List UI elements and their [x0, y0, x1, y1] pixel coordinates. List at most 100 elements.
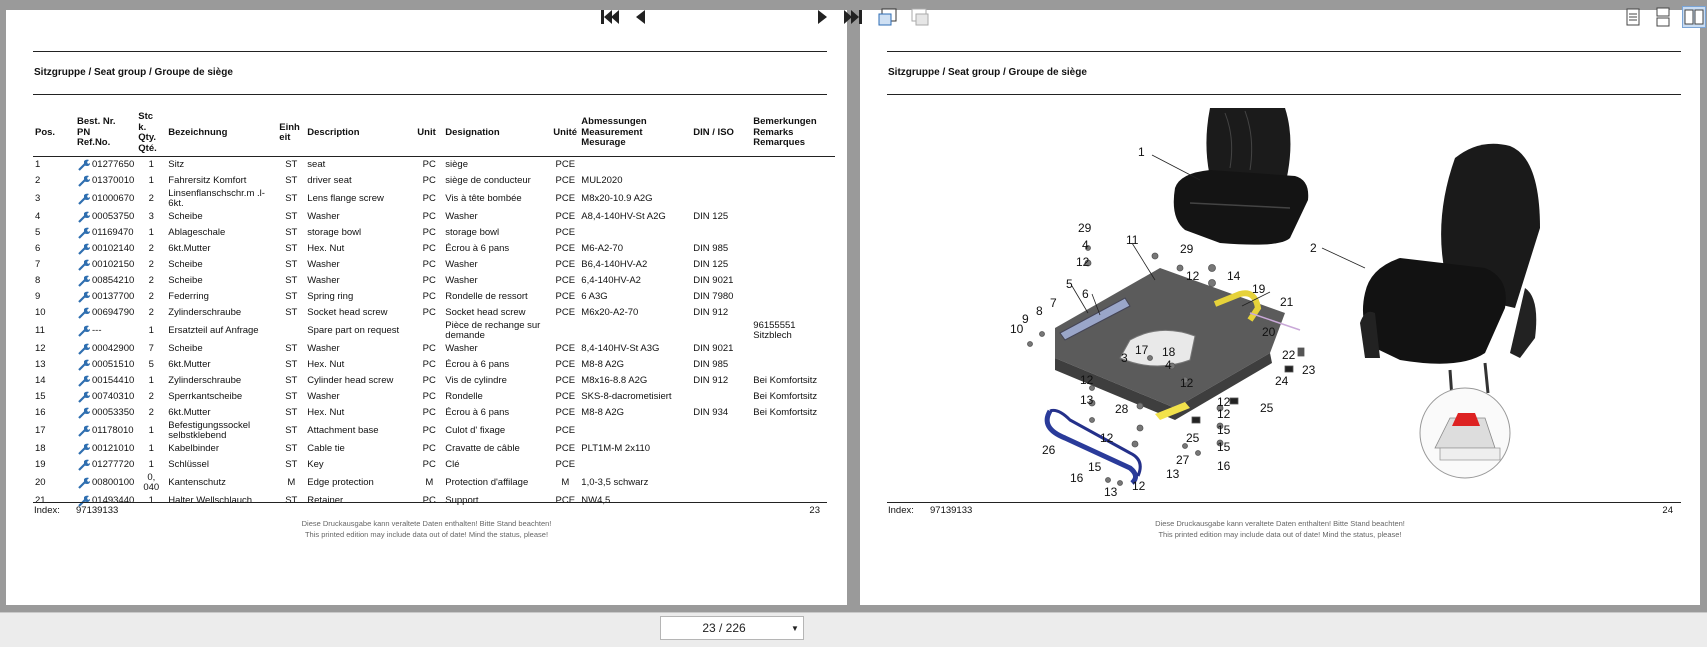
- wrench-icon[interactable]: [77, 227, 91, 239]
- cell-rem: [751, 189, 835, 209]
- prev-page-button[interactable]: [630, 6, 650, 28]
- cell-bez: Halter Wellschlauch: [168, 495, 253, 506]
- cell-pn[interactable]: 00137700: [75, 289, 136, 305]
- cell-desig: Support: [445, 495, 479, 506]
- cell-rem: [751, 421, 835, 441]
- two-page-view-button[interactable]: [1682, 6, 1706, 28]
- cell-din: DIN 9021: [693, 275, 734, 286]
- cell-din: DIN 985: [693, 359, 729, 370]
- cell-desc: Washer: [307, 343, 340, 354]
- col-bez: Bezeichnung: [166, 110, 278, 157]
- continuous-view-button[interactable]: [1652, 6, 1674, 28]
- svg-text:2: 2: [1310, 241, 1317, 255]
- wrench-icon[interactable]: [77, 175, 91, 187]
- wrench-icon[interactable]: [77, 343, 91, 355]
- cell-pn[interactable]: 01493440: [75, 493, 136, 509]
- cell-meas: MUL2020: [581, 175, 623, 186]
- cell-bez: Federring: [168, 291, 209, 302]
- wrench-icon[interactable]: [77, 159, 91, 171]
- wrench-icon[interactable]: [77, 211, 91, 223]
- cell-pn[interactable]: 00102150: [75, 257, 136, 273]
- wrench-icon[interactable]: [77, 459, 91, 471]
- cell-desig: Washer: [445, 211, 478, 222]
- cell-bez: Sperrkantscheibe: [168, 391, 243, 402]
- prev-page-icon: [636, 10, 645, 24]
- first-page-button[interactable]: [598, 6, 622, 28]
- machine-locator-thumbnail: [1419, 387, 1511, 479]
- cell-unite: PCE: [555, 193, 576, 204]
- cell-pn[interactable]: 00121010: [75, 441, 136, 457]
- table-row: 3 01000670 2 Linsenflanschschr.m .l-6kt.…: [33, 189, 835, 209]
- cell-din: DIN 125: [693, 259, 729, 270]
- cell-einh: ST: [285, 407, 298, 418]
- cell-pos: 6: [35, 243, 41, 254]
- cell-meas: [579, 421, 691, 441]
- wrench-icon[interactable]: [77, 495, 91, 507]
- chevron-down-icon[interactable]: ▼: [791, 623, 799, 633]
- seat-plate-drawing: [1055, 268, 1301, 420]
- cell-din: DIN 912: [693, 307, 729, 318]
- cell-qty: 1: [148, 375, 154, 386]
- page-number-field[interactable]: 23 / 226 ▼: [660, 616, 804, 640]
- cell-desig: Socket head screw: [445, 307, 526, 318]
- next-page-button[interactable]: [813, 6, 833, 28]
- cell-pn[interactable]: 01000670: [75, 189, 136, 209]
- cell-bez: Schlüssel: [168, 459, 209, 470]
- cell-pn[interactable]: 00053350: [75, 405, 136, 421]
- cell-pn[interactable]: 00053750: [75, 209, 136, 225]
- header-rule: [33, 51, 827, 52]
- cell-pn[interactable]: 00154410: [75, 373, 136, 389]
- cell-pn[interactable]: 00694790: [75, 305, 136, 321]
- wrench-icon[interactable]: [77, 275, 91, 287]
- cell-pn[interactable]: 00800100: [75, 473, 136, 493]
- svg-text:13: 13: [1166, 467, 1180, 481]
- cell-unite: PCE: [555, 443, 576, 454]
- cell-pn[interactable]: 00740310: [75, 389, 136, 405]
- wrench-icon[interactable]: [77, 391, 91, 403]
- cell-pn[interactable]: 00102140: [75, 241, 136, 257]
- fit-width-button[interactable]: [907, 6, 933, 28]
- cell-desc: Socket head screw: [307, 307, 388, 318]
- cell-meas: NW4,5: [581, 495, 611, 506]
- cell-pn[interactable]: 01370010: [75, 173, 136, 189]
- wrench-icon[interactable]: [77, 477, 91, 489]
- svg-text:9: 9: [1022, 312, 1029, 326]
- svg-text:10: 10: [1010, 322, 1024, 336]
- cell-pn[interactable]: 00042900: [75, 341, 136, 357]
- wrench-icon[interactable]: [77, 291, 91, 303]
- svg-text:12: 12: [1180, 376, 1194, 390]
- cell-din: DIN 934: [693, 407, 729, 418]
- wrench-icon[interactable]: [77, 407, 91, 419]
- cell-pn[interactable]: 00854210: [75, 273, 136, 289]
- wrench-icon[interactable]: [77, 425, 91, 437]
- wrench-icon[interactable]: [77, 443, 91, 455]
- cell-rem: [751, 341, 835, 357]
- cell-pn[interactable]: 01178010: [75, 421, 136, 441]
- cell-pn[interactable]: 01277720: [75, 457, 136, 473]
- cell-bez: Scheibe: [168, 259, 203, 270]
- cell-rem: [751, 357, 835, 373]
- svg-text:28: 28: [1115, 402, 1129, 416]
- wrench-icon[interactable]: [77, 325, 91, 337]
- cell-pn[interactable]: 01169470: [75, 225, 136, 241]
- wrench-icon[interactable]: [77, 375, 91, 387]
- wrench-icon[interactable]: [77, 359, 91, 371]
- cell-pn[interactable]: 01277650: [75, 157, 136, 174]
- cell-meas: [579, 225, 691, 241]
- last-page-button[interactable]: [841, 6, 865, 28]
- footer-rule: [887, 502, 1681, 503]
- wrench-icon[interactable]: [77, 193, 91, 205]
- fit-page-icon: [878, 8, 897, 26]
- cell-pn[interactable]: 00051510: [75, 357, 136, 373]
- cell-pos: 16: [35, 407, 46, 418]
- wrench-icon[interactable]: [77, 243, 91, 255]
- single-page-view-button[interactable]: [1622, 6, 1644, 28]
- cell-einh: ST: [285, 459, 298, 470]
- wrench-icon[interactable]: [77, 307, 91, 319]
- wrench-icon[interactable]: [77, 259, 91, 271]
- cell-pn[interactable]: ---: [75, 321, 136, 341]
- fit-page-button[interactable]: [875, 6, 901, 28]
- cell-einh: ST: [285, 291, 298, 302]
